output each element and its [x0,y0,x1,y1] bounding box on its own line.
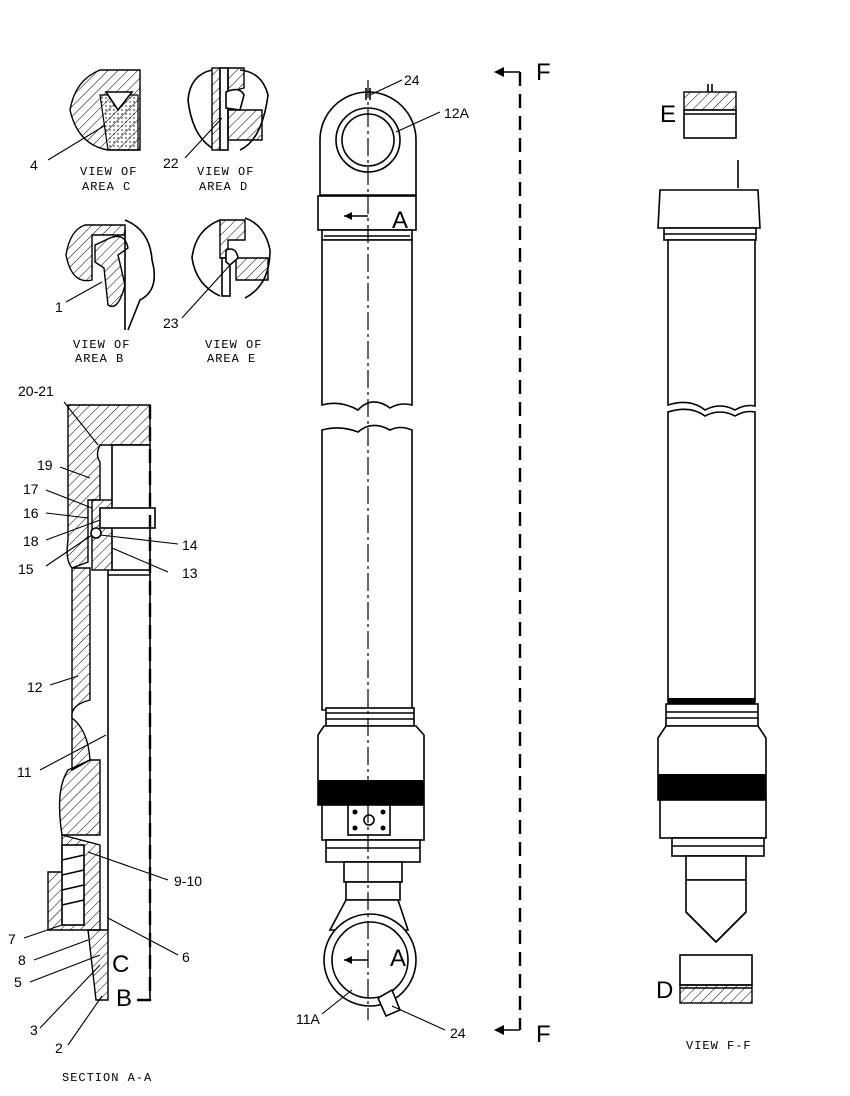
area-letter-c: C [112,951,129,978]
detail-view-e: 23 VIEW OF AREA E [163,217,271,366]
section-a-a: 20-21 19 17 16 18 15 14 13 12 11 9-10 7 … [8,383,202,1085]
area-letter-e: E [660,101,676,128]
callout-7: 7 [8,931,16,947]
caption-view-b-1: VIEW OF [73,338,130,352]
callout-18: 18 [23,533,39,549]
callout-12: 12 [27,679,43,695]
callout-2: 2 [55,1040,63,1056]
caption-view-d-2: AREA D [199,180,248,194]
callout-19: 19 [37,457,53,473]
callout-1: 1 [55,299,63,315]
callout-4: 4 [30,157,38,173]
caption-view-b-2: AREA B [75,352,124,366]
view-letter-f-bottom: F [536,1021,551,1048]
caption-view-d-1: VIEW OF [197,165,254,179]
callout-3: 3 [30,1022,38,1038]
detail-view-d: 22 VIEW OF AREA D [163,67,269,194]
section-letter-a-bottom: A [390,945,406,972]
detail-view-b: 1 VIEW OF AREA B [55,219,156,366]
caption-view-e-1: VIEW OF [205,338,262,352]
view-letter-f-top: F [536,59,551,86]
section-letter-a-top: A [392,207,408,234]
caption-view-e-2: AREA E [207,352,256,366]
caption-view-c-2: AREA C [82,180,131,194]
callout-24-bottom: 24 [450,1025,466,1041]
view-f-f: E D VIEW F-F [656,84,767,1053]
callout-12a: 12A [444,105,470,121]
callout-11: 11 [17,764,32,780]
area-letter-d: D [656,977,673,1004]
callout-16: 16 [23,505,39,521]
callout-13: 13 [182,565,198,581]
callout-23: 23 [163,315,179,331]
callout-17: 17 [23,481,39,497]
callout-5: 5 [14,974,22,990]
callout-11a: 11A [296,1011,321,1027]
section-a-a-caption: SECTION A-A [62,1071,152,1085]
detail-view-c: 4 VIEW OF AREA C [30,69,141,194]
caption-view-c-1: VIEW OF [80,165,137,179]
main-cylinder-view: A A 24 12A 11A 24 F F [296,59,551,1048]
area-letter-b: B [116,985,132,1012]
callout-14: 14 [182,537,198,553]
view-f-f-caption: VIEW F-F [686,1039,752,1053]
callout-15: 15 [18,561,34,577]
callout-8: 8 [18,952,26,968]
callout-22: 22 [163,155,179,171]
callout-20-21: 20-21 [18,383,54,399]
callout-24-top: 24 [404,72,420,88]
callout-6: 6 [182,949,190,965]
callout-9-10: 9-10 [174,873,202,889]
